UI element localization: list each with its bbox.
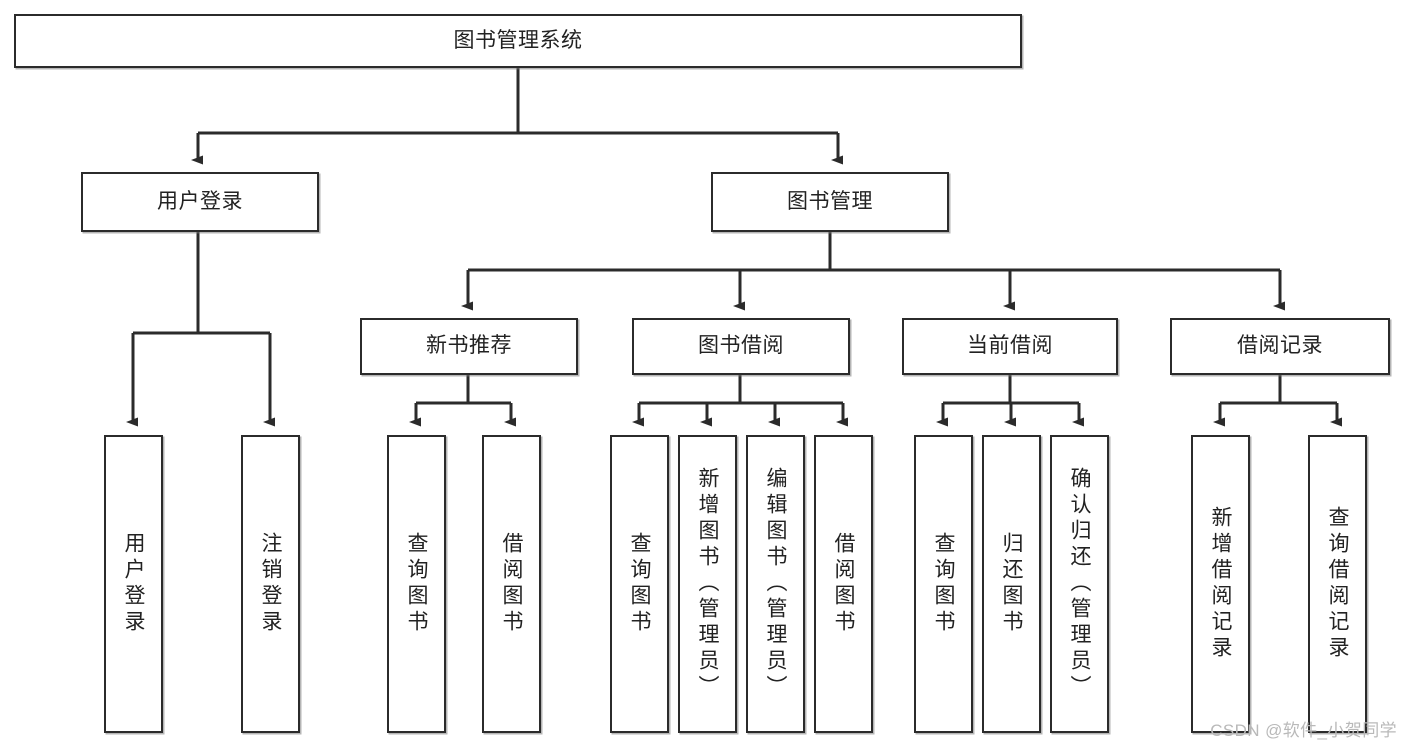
node-root-label: 图书管理系统 [453,28,583,52]
node-book-management[interactable]: 图书管理 [711,172,949,232]
node-book-borrow[interactable]: 图书借阅 [632,318,850,375]
node-leaf-query-book-1-label: 查询图书 [405,532,428,636]
node-leaf-borrow-book-1-label: 借阅图书 [500,532,523,636]
node-leaf-confirm-return[interactable]: 确认归还（管理员） [1050,435,1109,733]
node-leaf-query-book-3-label: 查询图书 [932,532,955,636]
node-leaf-user-login[interactable]: 用户登录 [104,435,163,733]
node-leaf-edit-book[interactable]: 编辑图书（管理员） [746,435,805,733]
node-leaf-add-book-label: 新增图书（管理员） [696,467,719,701]
node-root[interactable]: 图书管理系统 [14,14,1022,68]
node-leaf-user-login-label: 用户登录 [122,532,145,636]
node-book-management-label: 图书管理 [787,189,873,213]
node-current-borrow[interactable]: 当前借阅 [902,318,1118,375]
node-user-login-label: 用户登录 [157,189,243,213]
node-leaf-add-book[interactable]: 新增图书（管理员） [678,435,737,733]
node-leaf-edit-book-label: 编辑图书（管理员） [764,467,787,701]
node-current-borrow-label: 当前借阅 [967,334,1053,358]
node-leaf-add-record[interactable]: 新增借阅记录 [1191,435,1250,733]
node-leaf-add-record-label: 新增借阅记录 [1209,506,1232,662]
node-leaf-logout[interactable]: 注销登录 [241,435,300,733]
node-borrow-record[interactable]: 借阅记录 [1170,318,1390,375]
node-new-book-recommend-label: 新书推荐 [426,334,512,358]
watermark-text: CSDN @软件_小贺同学 [1210,721,1397,740]
node-leaf-return-book-label: 归还图书 [1000,532,1023,636]
node-leaf-return-book[interactable]: 归还图书 [982,435,1041,733]
node-borrow-record-label: 借阅记录 [1237,334,1323,358]
node-leaf-query-record-label: 查询借阅记录 [1326,506,1349,662]
node-leaf-query-record[interactable]: 查询借阅记录 [1308,435,1367,733]
node-leaf-borrow-book-2[interactable]: 借阅图书 [814,435,873,733]
node-book-borrow-label: 图书借阅 [698,334,784,358]
node-leaf-query-book-2[interactable]: 查询图书 [610,435,669,733]
node-leaf-borrow-book-1[interactable]: 借阅图书 [482,435,541,733]
node-user-login[interactable]: 用户登录 [81,172,319,232]
node-leaf-query-book-1[interactable]: 查询图书 [387,435,446,733]
node-leaf-query-book-3[interactable]: 查询图书 [914,435,973,733]
node-new-book-recommend[interactable]: 新书推荐 [360,318,578,375]
node-leaf-query-book-2-label: 查询图书 [628,532,651,636]
node-leaf-confirm-return-label: 确认归还（管理员） [1068,467,1091,701]
node-leaf-logout-label: 注销登录 [259,532,282,636]
node-leaf-borrow-book-2-label: 借阅图书 [832,532,855,636]
